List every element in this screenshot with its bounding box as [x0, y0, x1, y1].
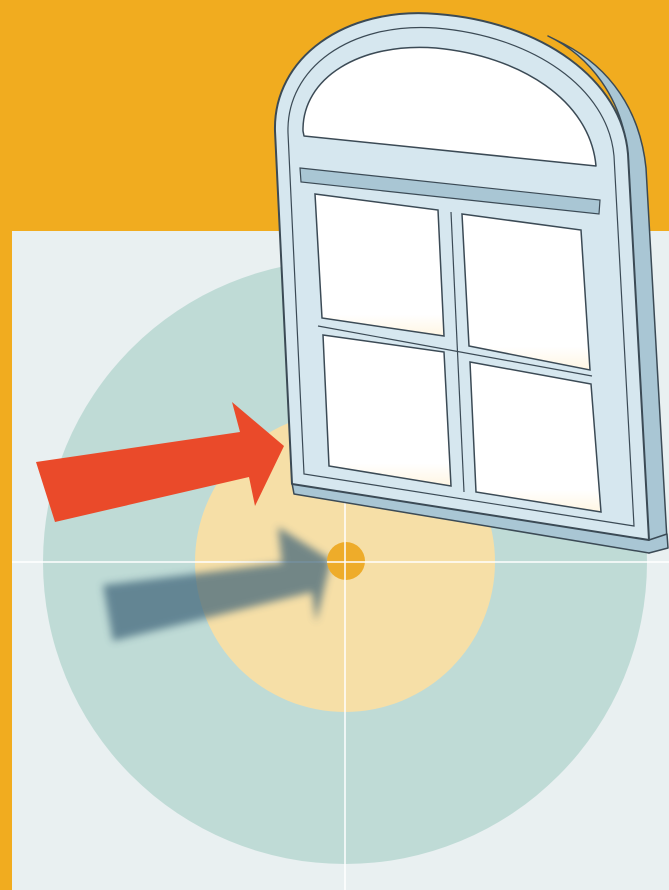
window-pane-bottom-left — [323, 335, 451, 486]
window-pane-top-right — [462, 214, 590, 370]
window-pane-bottom-right — [470, 362, 601, 512]
center-dot — [327, 542, 365, 580]
window-pane-top-left — [315, 194, 444, 336]
arched-window-icon — [275, 13, 668, 553]
